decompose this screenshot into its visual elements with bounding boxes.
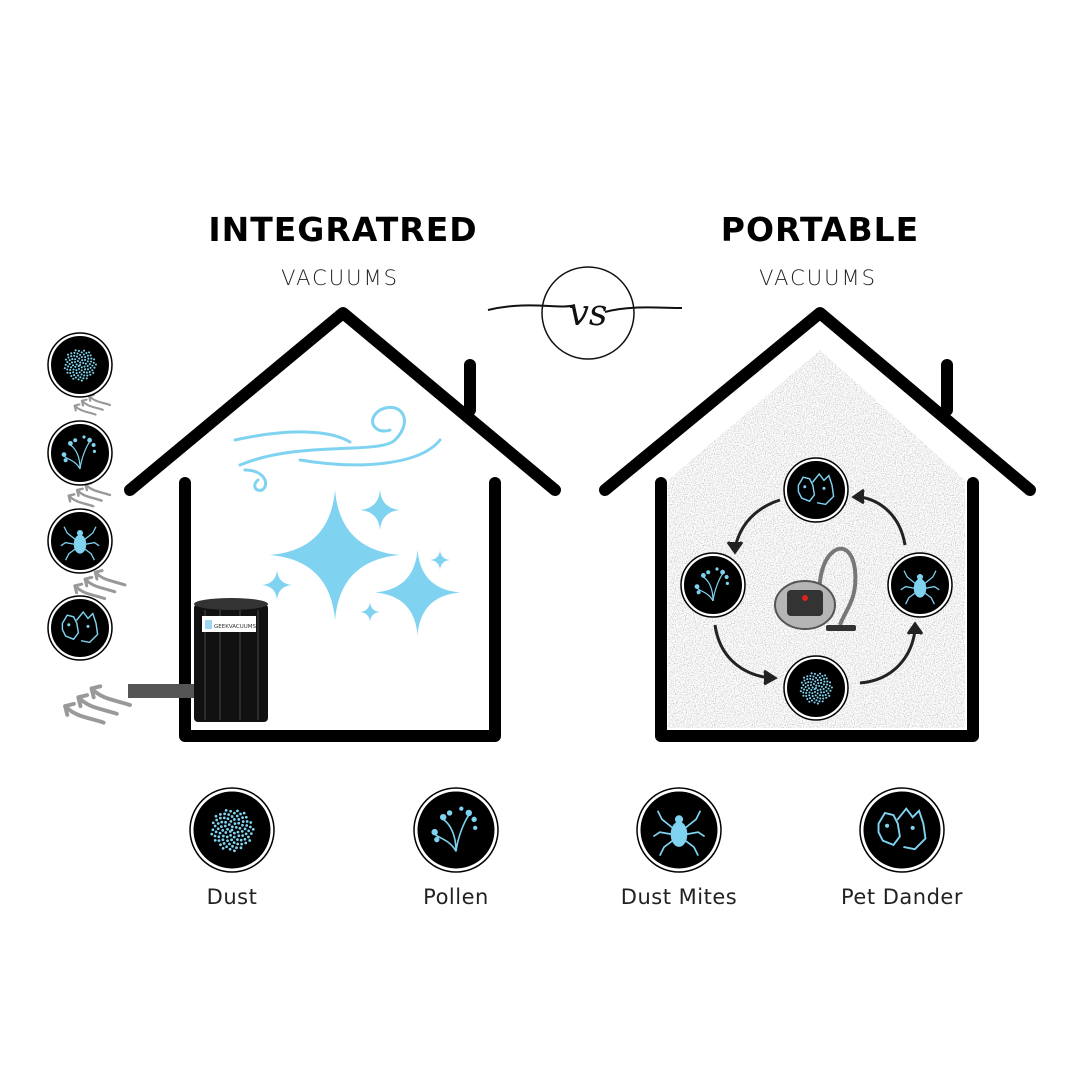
dust-badge xyxy=(783,655,849,721)
integrated-house xyxy=(124,307,561,742)
circulation-arrows xyxy=(713,488,924,686)
dust-mite-badge xyxy=(636,787,722,873)
dust-mite-badge xyxy=(887,552,953,618)
fresh-air-icon xyxy=(233,405,442,492)
dust-mite-badge xyxy=(47,508,113,574)
pet-dander-badge xyxy=(783,457,849,523)
integrated-title: INTEGRATRED xyxy=(208,210,478,249)
exhaust-arrows xyxy=(63,393,132,725)
portable-subtitle: VACUUMS xyxy=(759,266,877,290)
portable-house xyxy=(599,307,1036,742)
allergen-label-pollen: Pollen xyxy=(423,885,489,909)
portable-vacuum xyxy=(774,546,858,631)
pollen-badge xyxy=(47,420,113,486)
pet-dander-badge xyxy=(47,595,113,661)
allergen-label-pet-dander: Pet Dander xyxy=(841,885,963,909)
central-vacuum-unit: GEEKVACUUMS xyxy=(128,598,268,722)
vs-text: vs xyxy=(569,293,608,334)
pet-dander-badge xyxy=(859,787,945,873)
vs-logo: vs xyxy=(487,266,683,360)
integrated-subtitle: VACUUMS xyxy=(281,266,399,290)
dust-badge xyxy=(189,787,275,873)
allergen-label-dust-mites: Dust Mites xyxy=(620,885,738,909)
pollen-badge xyxy=(680,552,746,618)
sparkle-icon xyxy=(262,490,460,635)
unit-logo-text: GEEKVACUUMS xyxy=(214,624,257,630)
dust-badge xyxy=(47,332,113,398)
allergen-label-dust: Dust xyxy=(206,885,258,909)
portable-title: PORTABLE xyxy=(720,210,920,249)
pollen-badge xyxy=(413,787,499,873)
